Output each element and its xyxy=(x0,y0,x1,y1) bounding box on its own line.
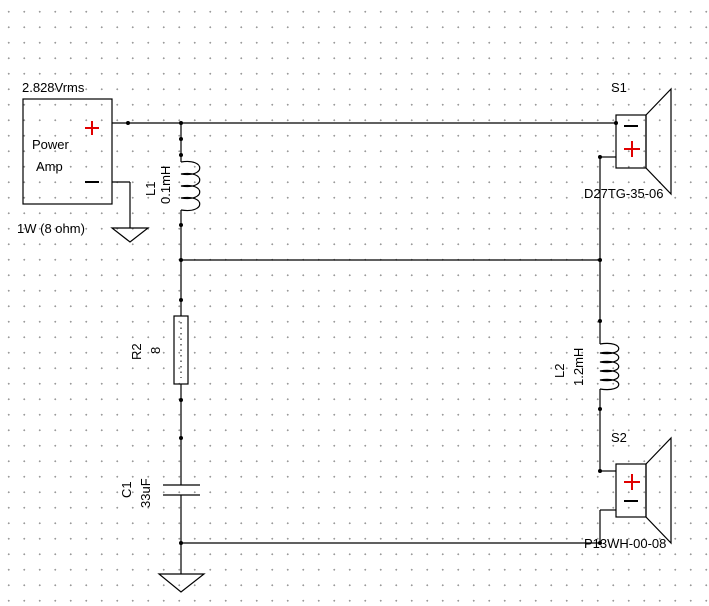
speaker-s1-cone xyxy=(645,87,672,196)
l2-value-label: 1.2mH xyxy=(571,348,586,386)
junction-dot xyxy=(179,137,183,141)
speaker-s2[interactable]: S2 P13WH-00-08 xyxy=(584,430,672,551)
s2-model-label: P13WH-00-08 xyxy=(584,536,666,551)
junction-dot xyxy=(598,258,602,262)
resistor-r2[interactable]: R2 8 xyxy=(129,315,189,385)
power-amp-label-line2: Amp xyxy=(36,159,63,174)
inductor-l2-coil xyxy=(599,342,620,391)
junction-dot xyxy=(598,155,602,159)
r2-name-label: R2 xyxy=(129,343,144,360)
wires xyxy=(112,122,616,574)
junction-dot xyxy=(179,258,183,262)
inductor-l1[interactable]: L1 0.1mH xyxy=(143,150,201,225)
s1-name-label: S1 xyxy=(611,80,627,95)
source-power-label: 1W (8 ohm) xyxy=(17,221,85,236)
ground-symbol-amp xyxy=(110,227,150,243)
s1-model-label: D27TG-35-06 xyxy=(584,186,663,201)
junction-dot xyxy=(179,398,183,402)
junction-dot xyxy=(179,436,183,440)
speaker-s1[interactable]: S1 D27TG-35-06 xyxy=(584,80,672,201)
l1-name-label: L1 xyxy=(143,182,158,196)
resistor-r2-body[interactable] xyxy=(173,315,189,385)
c1-name-label: C1 xyxy=(119,481,134,498)
junction-dot xyxy=(598,469,602,473)
ground-icon xyxy=(110,227,150,243)
r2-value-label: 8 xyxy=(148,347,163,354)
junctions xyxy=(126,121,618,545)
junction-dot xyxy=(179,298,183,302)
junction-dot xyxy=(598,319,602,323)
junction-dot xyxy=(179,121,183,125)
junction-dot xyxy=(126,121,130,125)
c1-value-label: 33uF xyxy=(138,478,153,508)
power-amp-source[interactable]: Power Amp xyxy=(22,98,113,205)
speaker-s2-cone xyxy=(645,436,672,545)
power-amp-label-line1: Power xyxy=(32,137,70,152)
power-amp-box[interactable] xyxy=(22,98,113,205)
junction-dot xyxy=(598,541,602,545)
inductor-l2[interactable]: L2 1.2mH xyxy=(552,338,620,398)
capacitor-c1[interactable]: C1 33uF xyxy=(119,476,200,508)
ground-icon xyxy=(157,573,206,593)
source-voltage-label: 2.828Vrms xyxy=(22,80,85,95)
l2-name-label: L2 xyxy=(552,364,567,378)
ground-symbol-main xyxy=(157,573,206,593)
speaker-s2-magnet[interactable] xyxy=(615,463,647,518)
junction-dot xyxy=(598,407,602,411)
l1-value-label: 0.1mH xyxy=(158,166,173,204)
s2-name-label: S2 xyxy=(611,430,627,445)
inductor-l1-coil xyxy=(180,160,201,212)
junction-dot xyxy=(179,541,183,545)
